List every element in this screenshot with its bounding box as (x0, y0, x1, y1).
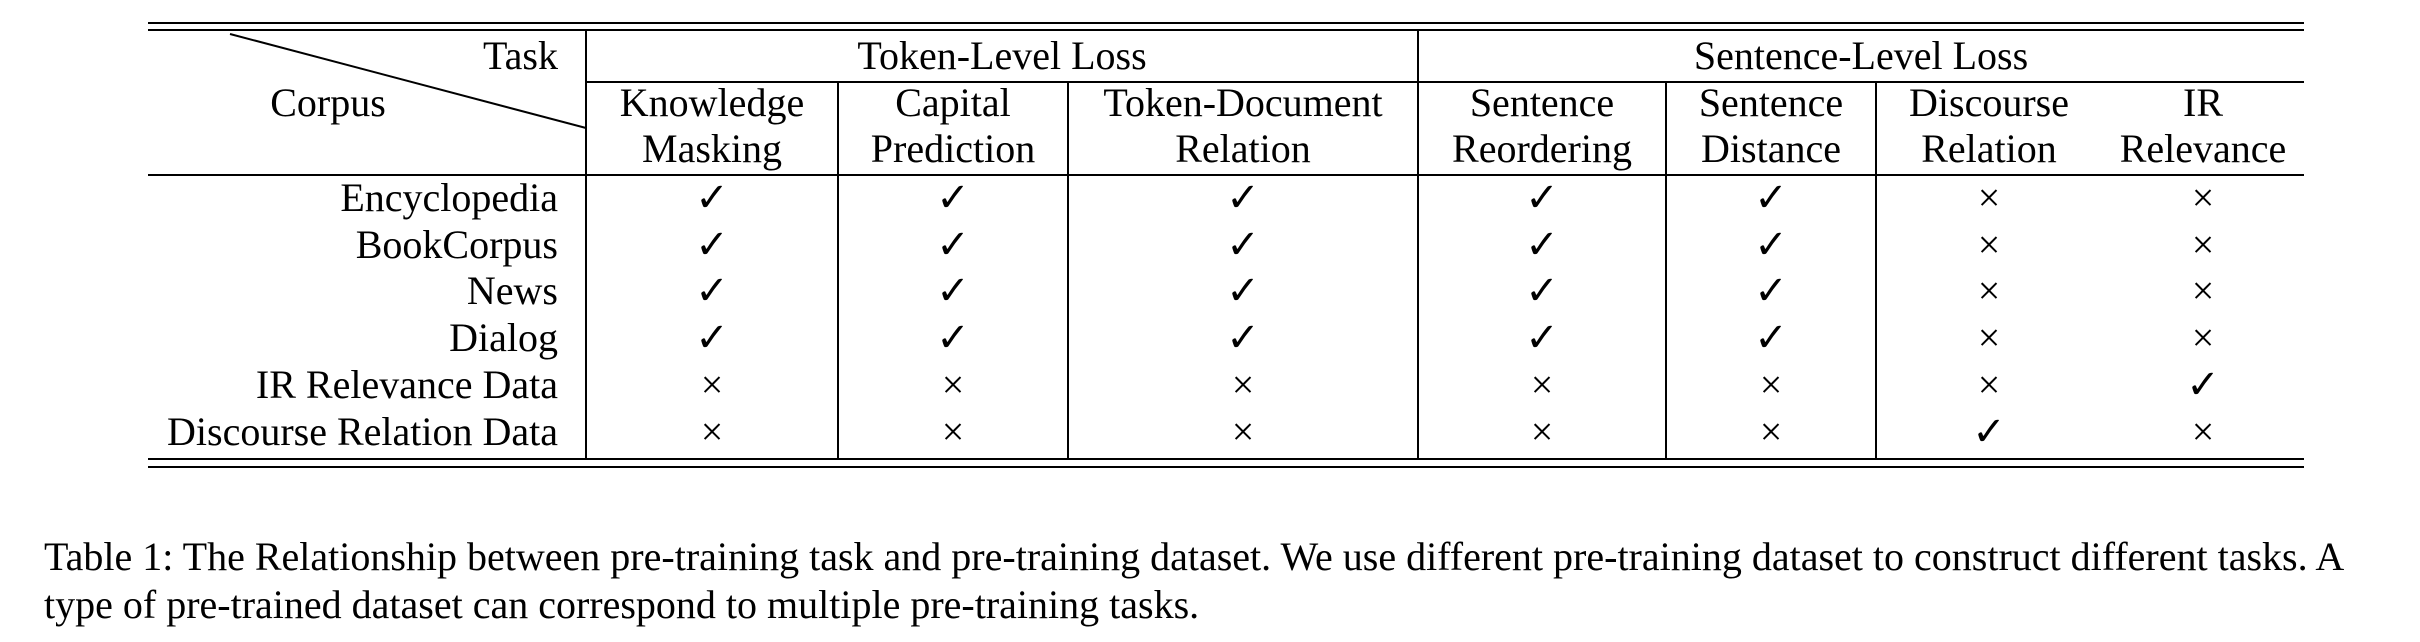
column-header-discourse-relation: Discourse Relation (1876, 80, 2102, 172)
cell-mark: × (1977, 222, 2001, 267)
column-header-capital-prediction: Capital Prediction (838, 80, 1068, 172)
table-rules (148, 22, 2304, 468)
cell-mark: ✓ (936, 175, 970, 220)
cell-mark: ✓ (936, 268, 970, 313)
column-header-token-document-relation: Token-Document Relation (1068, 80, 1418, 172)
row-label-news: News (466, 268, 558, 313)
group-header-token-level-loss: Token-Level Loss (857, 33, 1147, 78)
corner-corpus-label: Corpus (270, 80, 386, 125)
column-header-line: Discourse (1909, 80, 2069, 125)
row-label-dialog: Dialog (449, 315, 558, 360)
row-label-bookcorpus: BookCorpus (355, 222, 558, 267)
cell-mark: ✓ (695, 222, 729, 267)
column-header-knowledge-masking: Knowledge Masking (586, 80, 838, 172)
cell-mark: ✓ (1226, 222, 1260, 267)
column-header-line: Masking (642, 126, 782, 171)
column-header-ir-relevance: IR Relevance (2102, 80, 2304, 172)
column-header-line: Capital (895, 80, 1011, 125)
cell-mark: ✓ (1525, 315, 1559, 360)
cell-mark: ✓ (1226, 175, 1260, 220)
cell-mark: × (1759, 409, 1783, 454)
cell-mark: ✓ (695, 268, 729, 313)
column-header-line: Relevance (2119, 126, 2287, 171)
column-header-line: Token-Document (1103, 80, 1383, 125)
cell-mark: ✓ (2186, 362, 2220, 407)
column-header-line: Prediction (870, 126, 1036, 171)
cell-mark: ✓ (936, 222, 970, 267)
cell-mark: × (1759, 362, 1783, 407)
cell-mark: ✓ (1525, 268, 1559, 313)
cell-mark: × (2191, 222, 2215, 267)
column-header-line: Knowledge (619, 80, 805, 125)
cell-mark: × (2191, 315, 2215, 360)
cell-mark: × (700, 362, 724, 407)
cell-mark: ✓ (1525, 222, 1559, 267)
cell-mark: × (1977, 175, 2001, 220)
cell-mark: × (2191, 268, 2215, 313)
cell-mark: ✓ (695, 175, 729, 220)
table-caption: Table 1: The Relationship between pre-tr… (44, 534, 2343, 627)
cell-mark: ✓ (1226, 315, 1260, 360)
cell-mark: × (941, 362, 965, 407)
cell-mark: ✓ (936, 315, 970, 360)
cell-mark: ✓ (1754, 175, 1788, 220)
cell-mark: × (2191, 409, 2215, 454)
corner-task-label: Task (483, 33, 558, 78)
column-header-sentence-reordering: Sentence Reordering (1418, 80, 1666, 172)
cell-mark: × (1530, 362, 1554, 407)
cell-mark: ✓ (1525, 175, 1559, 220)
column-header-sentence-distance: Sentence Distance (1666, 80, 1876, 172)
cell-mark: × (1977, 268, 2001, 313)
cell-mark: × (1530, 409, 1554, 454)
row-label-discourse-relation-data: Discourse Relation Data (167, 409, 558, 454)
cell-mark: × (700, 409, 724, 454)
row-label-ir-relevance-data: IR Relevance Data (255, 362, 558, 407)
cell-mark: ✓ (1226, 268, 1260, 313)
group-header-sentence-level-loss: Sentence-Level Loss (1693, 33, 2029, 78)
cell-mark: × (1977, 315, 2001, 360)
relationship-table: Task Corpus Token-Level Loss Sentence-Le… (148, 22, 2304, 473)
cell-mark: × (941, 409, 965, 454)
cell-mark: × (1231, 409, 1255, 454)
column-header-line: Reordering (1452, 126, 1632, 171)
cell-mark: ✓ (1972, 409, 2006, 454)
cell-mark: × (2191, 175, 2215, 220)
cell-mark: ✓ (1754, 268, 1788, 313)
column-header-line: IR (2183, 80, 2223, 125)
cell-mark: × (1231, 362, 1255, 407)
column-header-line: Distance (1701, 126, 1841, 171)
cell-mark: ✓ (1754, 222, 1788, 267)
cell-mark: ✓ (1754, 315, 1788, 360)
column-header-line: Relation (1921, 126, 2057, 171)
row-label-encyclopedia: Encyclopedia (340, 175, 558, 220)
cell-mark: × (1977, 362, 2001, 407)
cell-mark: ✓ (695, 315, 729, 360)
column-header-line: Relation (1175, 126, 1311, 171)
column-header-line: Sentence (1698, 80, 1844, 125)
column-header-line: Sentence (1469, 80, 1615, 125)
